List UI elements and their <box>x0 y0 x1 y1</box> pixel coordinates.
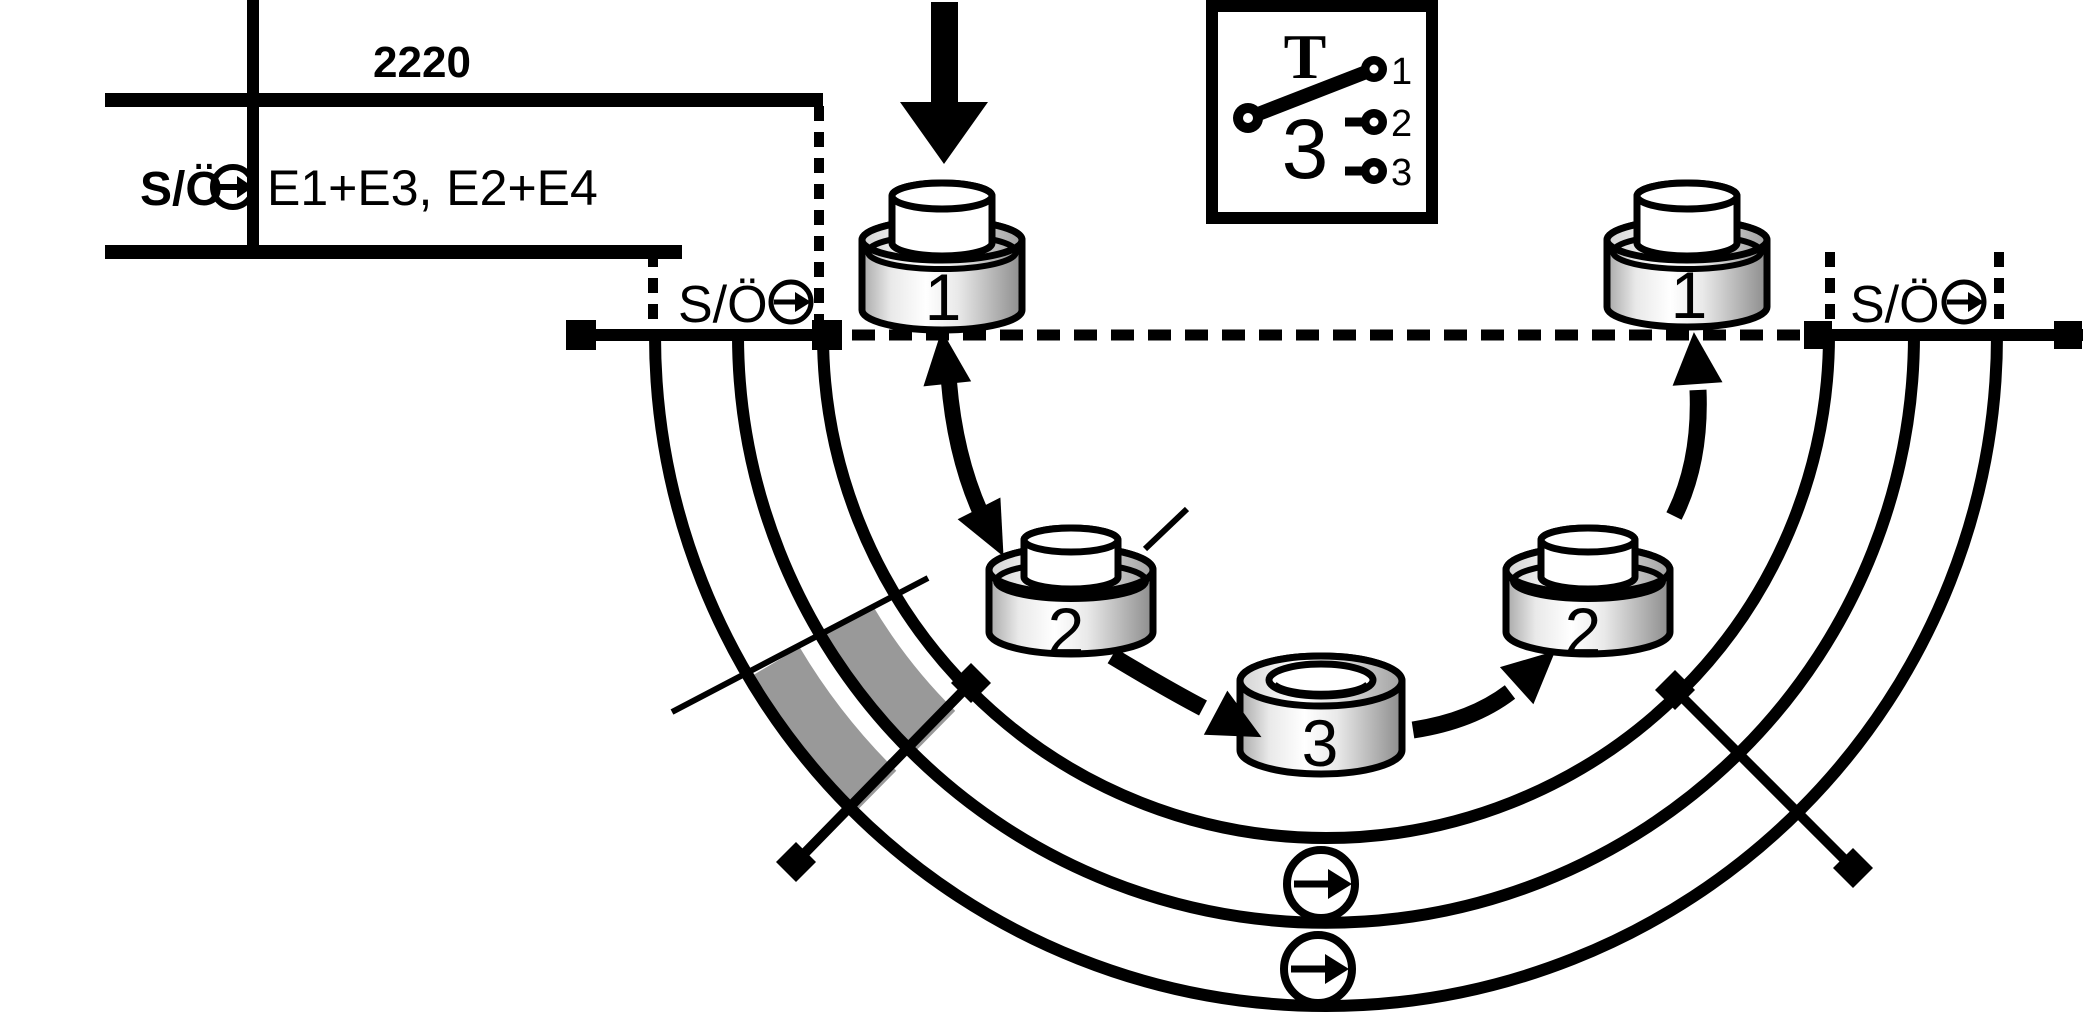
section-boundary-thin-line <box>670 575 930 715</box>
gray-section-inner <box>823 604 956 752</box>
knob-position-3: 3 <box>1236 652 1406 780</box>
track-end-square <box>566 320 596 350</box>
diamond-marker <box>776 842 816 882</box>
diamond-marker <box>1655 670 1695 710</box>
arrow-pos2-to-pos3 <box>1107 648 1262 738</box>
arrow-right-in-circle-icon <box>1941 279 1987 325</box>
isolated-track-sections <box>751 604 956 811</box>
double-arrow-pos1-pos2 <box>923 330 1004 557</box>
section-marker-left <box>776 663 991 882</box>
knob-button-recessed <box>1265 660 1377 700</box>
arrow-right-icon <box>1325 954 1349 984</box>
table-row-value: E1+E3, E2+E4 <box>267 160 598 216</box>
arrow-down-head <box>957 497 1004 557</box>
section-label-text: S/Ö <box>678 276 768 334</box>
knob-label: 2 <box>1565 594 1602 668</box>
selector-pivot <box>1233 103 1263 133</box>
selector-switch-position-count: 3 <box>1282 102 1329 196</box>
arrow-right-in-circle-icon <box>210 164 256 210</box>
gray-section-outer <box>751 647 897 811</box>
section-marker-right <box>1655 670 1873 888</box>
track-section-label-right: S/Ö <box>1850 276 1987 334</box>
arrow-up-head <box>923 330 972 387</box>
knob-position-1-left: 1 <box>858 179 1026 334</box>
section-label-text: S/Ö <box>1850 276 1940 334</box>
arrow-right-in-circle-icon <box>768 279 814 325</box>
knob-position-2-right: 2 <box>1502 524 1674 668</box>
arrow-pos3-to-pos2 <box>1411 650 1556 739</box>
track-end-square <box>2054 321 2082 349</box>
arrow-pos2-to-pos1 <box>1666 332 1723 520</box>
arrow-right-icon <box>1328 869 1352 899</box>
knob-label: 1 <box>1671 258 1708 332</box>
knob2-tick-line <box>1142 506 1190 552</box>
selector-switch-letter: T <box>1284 21 1327 92</box>
info-table: 2220 S/Ö E1+E3, E2+E4 <box>105 0 823 259</box>
knob-label: 2 <box>1048 594 1085 668</box>
press-down-arrow-icon <box>900 2 988 164</box>
knob-position-1-right: 1 <box>1603 179 1771 332</box>
diamond-marker <box>1833 848 1873 888</box>
selector-contact-2 <box>1345 109 1387 135</box>
contact-label-2: 2 <box>1391 103 1412 145</box>
diamond-marker <box>951 663 991 703</box>
direction-symbol-lower <box>1280 931 1356 1007</box>
selector-contact-3 <box>1345 158 1387 184</box>
contact-label-1: 1 <box>1391 51 1412 93</box>
loop-track-middle <box>732 334 1920 929</box>
selector-contact-1 <box>1361 56 1387 82</box>
table-row-label: S/Ö <box>140 163 223 216</box>
knob-label: 3 <box>1302 706 1339 780</box>
contact-label-3: 3 <box>1391 152 1412 194</box>
track-section-label-left: S/Ö <box>678 276 814 334</box>
loop-track-inner <box>817 334 1835 844</box>
selector-lever <box>1245 62 1377 125</box>
part-number: 2220 <box>373 38 471 87</box>
knob-label: 1 <box>925 260 962 334</box>
knob-position-2-left: 2 <box>985 524 1157 668</box>
direction-symbol-upper <box>1283 846 1359 922</box>
selector-switch-symbol: T 3 1 2 3 <box>1206 0 1438 224</box>
